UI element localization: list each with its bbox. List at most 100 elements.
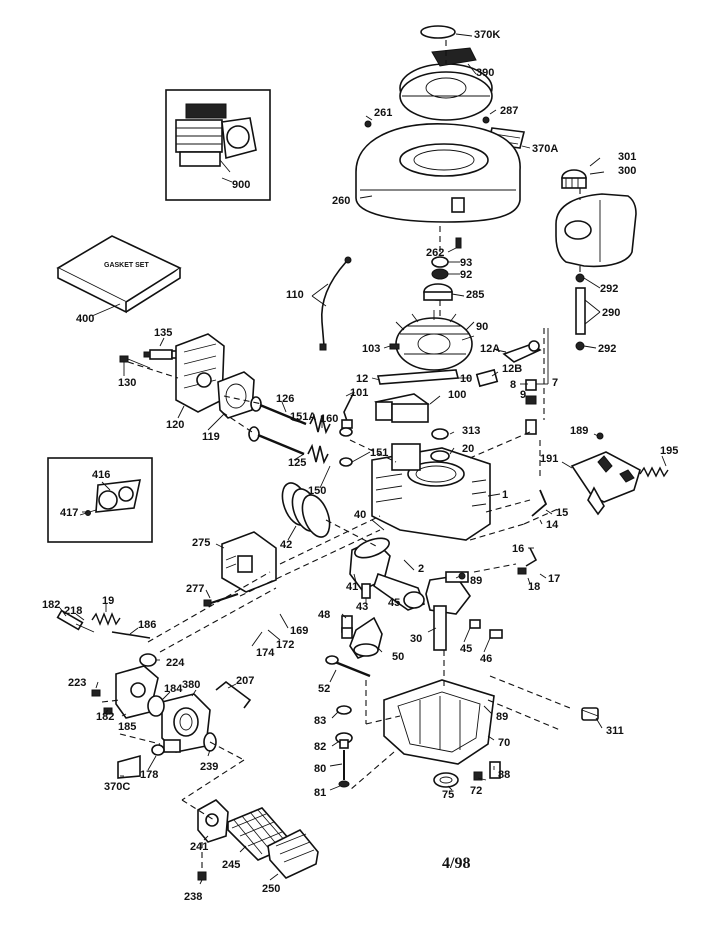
dipstick-311 bbox=[581, 707, 599, 721]
label-370K: 370K bbox=[474, 29, 500, 41]
label-207: 207 bbox=[236, 675, 254, 687]
gasket-184 bbox=[147, 695, 165, 717]
engine-inset-box bbox=[165, 89, 271, 201]
label-290: 290 bbox=[602, 307, 620, 319]
label-189: 189 bbox=[570, 425, 588, 437]
label-151A: 151A bbox=[290, 411, 316, 423]
link-218-182 bbox=[56, 609, 95, 633]
label-184: 184 bbox=[164, 683, 183, 695]
label-9: 9 bbox=[520, 389, 526, 401]
label-18: 18 bbox=[528, 581, 540, 593]
label-72: 72 bbox=[470, 785, 482, 797]
bracket-8-9 bbox=[525, 379, 537, 435]
label-186: 186 bbox=[138, 619, 156, 631]
label-370C: 370C bbox=[104, 781, 130, 793]
spring-195 bbox=[639, 466, 669, 478]
spark-plug-wire-110 bbox=[319, 256, 352, 351]
label-239: 239 bbox=[200, 761, 218, 773]
label-81: 81 bbox=[314, 787, 326, 799]
governor-rod-52 bbox=[325, 655, 371, 678]
label-110: 110 bbox=[286, 289, 304, 301]
screw-45-46 bbox=[469, 619, 503, 639]
brake-12A bbox=[502, 340, 542, 363]
label-135: 135 bbox=[154, 327, 172, 339]
clip-16-17-18 bbox=[517, 547, 538, 575]
wrist-pin-43 bbox=[361, 583, 371, 599]
tappet-48 bbox=[341, 615, 353, 639]
label-151: 151 bbox=[370, 447, 388, 459]
label-218: 218 bbox=[64, 605, 82, 617]
label-238: 238 bbox=[184, 891, 202, 903]
head-gasket-119 bbox=[217, 371, 255, 419]
fuel-cap-301 bbox=[561, 169, 587, 189]
label-150: 150 bbox=[308, 485, 326, 497]
air-filter-cover-250 bbox=[267, 828, 319, 879]
sump-70 bbox=[383, 679, 495, 765]
label-12B: 12B bbox=[502, 363, 522, 375]
label-92: 92 bbox=[460, 269, 472, 281]
label-119: 119 bbox=[202, 431, 220, 443]
label-100: 100 bbox=[448, 389, 466, 401]
label-223: 223 bbox=[68, 677, 86, 689]
bowl-178 bbox=[151, 744, 165, 756]
label-313: 313 bbox=[462, 425, 480, 437]
washer-92 bbox=[431, 268, 449, 280]
starter-cup-285 bbox=[423, 283, 453, 301]
screw-223-182 bbox=[91, 689, 113, 715]
cylinder-block-1 bbox=[371, 443, 491, 541]
valve-126 bbox=[250, 396, 307, 426]
label-52: 52 bbox=[318, 683, 330, 695]
choke-linkage-207 bbox=[215, 680, 252, 709]
wire-12 bbox=[376, 369, 460, 385]
label-182b: 182 bbox=[96, 711, 114, 723]
governor-spring-19 bbox=[91, 612, 121, 626]
decal-370C bbox=[117, 754, 141, 779]
label-311: 311 bbox=[606, 725, 624, 737]
carburetor-380 bbox=[161, 693, 211, 753]
engine-thumbnail bbox=[175, 103, 257, 173]
air-filter-base-241 bbox=[197, 799, 229, 843]
label-88: 88 bbox=[498, 769, 510, 781]
label-42: 42 bbox=[280, 539, 292, 551]
muffler-275 bbox=[221, 531, 277, 593]
label-103: 103 bbox=[362, 343, 380, 355]
label-370A: 370A bbox=[532, 143, 558, 155]
label-16: 16 bbox=[512, 543, 524, 555]
crankshaft-30 bbox=[425, 571, 471, 651]
governor-lever-15 bbox=[531, 489, 548, 517]
label-292b: 292 bbox=[598, 343, 616, 355]
label-250: 250 bbox=[262, 883, 280, 895]
label-287: 287 bbox=[500, 105, 518, 117]
label-70: 70 bbox=[498, 737, 510, 749]
label-120: 120 bbox=[166, 419, 184, 431]
label-130: 130 bbox=[118, 377, 136, 389]
oil-seal-313 bbox=[431, 428, 449, 440]
label-277: 277 bbox=[186, 583, 204, 595]
label-125: 125 bbox=[288, 457, 306, 469]
label-195: 195 bbox=[660, 445, 678, 457]
control-bracket-191 bbox=[570, 451, 641, 516]
label-261: 261 bbox=[374, 107, 392, 119]
camshaft-50 bbox=[349, 616, 383, 659]
label-90: 90 bbox=[476, 321, 488, 333]
head-bolt-130 bbox=[119, 355, 151, 369]
piston-rings-42 bbox=[281, 482, 331, 538]
cylinder-head-120 bbox=[175, 333, 225, 413]
screw-103 bbox=[389, 343, 400, 350]
label-292a: 292 bbox=[600, 283, 618, 295]
spring-12B bbox=[475, 368, 499, 388]
label-285: 285 bbox=[466, 289, 484, 301]
label-41: 41 bbox=[346, 581, 358, 593]
muffler-bolt-277 bbox=[203, 593, 239, 607]
label-82: 82 bbox=[314, 741, 326, 753]
label-260: 260 bbox=[332, 195, 350, 207]
gasket-set-box: GASKET SET bbox=[56, 235, 182, 317]
connecting-rod-45 bbox=[373, 572, 426, 611]
label-7: 7 bbox=[552, 377, 558, 389]
retainer-151 bbox=[339, 427, 353, 467]
label-40: 40 bbox=[354, 509, 366, 521]
label-241: 241 bbox=[190, 841, 208, 853]
blower-housing-260 bbox=[355, 123, 521, 223]
label-101: 101 bbox=[350, 387, 368, 399]
